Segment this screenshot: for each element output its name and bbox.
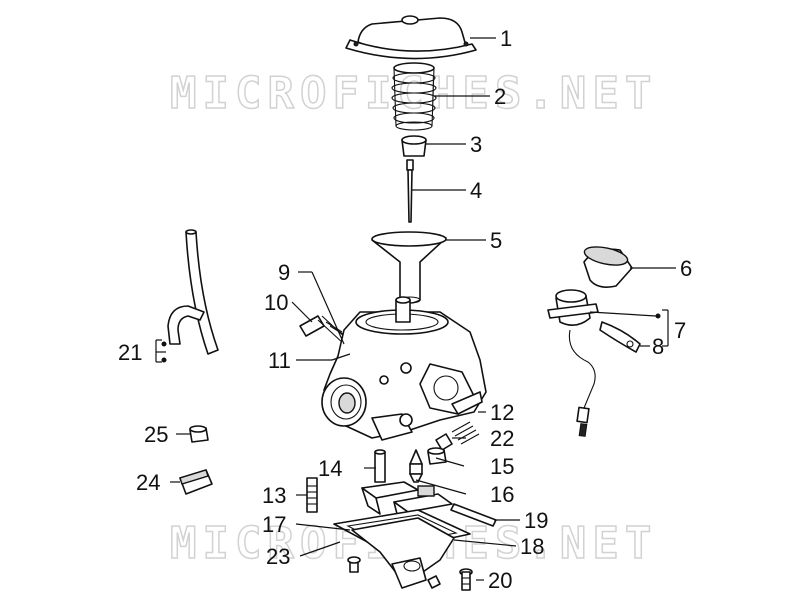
part-19-float-pin	[450, 503, 497, 527]
part-11-carburetor-body	[321, 296, 487, 441]
callout-9: 9	[278, 260, 290, 285]
part-7-choke-actuator	[547, 289, 599, 437]
callout-3: 3	[470, 132, 482, 157]
callout-labels: 1 2 3 4 5 6 7 8 9 10 11 12 13 14 15 16 1…	[118, 26, 692, 593]
callout-14: 14	[318, 456, 342, 481]
part-17-float-bowl	[351, 517, 455, 589]
part-10-idle-screw	[299, 315, 349, 345]
callout-19: 19	[524, 508, 548, 533]
part-6-choke-cap	[583, 246, 633, 288]
callout-dots	[161, 313, 661, 363]
part-3-retainer	[401, 135, 427, 157]
callout-6: 6	[680, 256, 692, 281]
callout-8: 8	[652, 334, 664, 359]
part-screw-small-right	[427, 575, 441, 589]
callout-12: 12	[490, 400, 514, 425]
part-8-clip	[599, 321, 641, 353]
callout-25: 25	[144, 422, 168, 447]
callout-15: 15	[490, 454, 514, 479]
callout-10: 10	[264, 290, 288, 315]
part-2-spring	[391, 62, 437, 131]
part-screw-small-left	[347, 556, 361, 573]
part-5-piston	[371, 231, 447, 304]
callout-11: 11	[268, 348, 291, 373]
callout-17: 17	[262, 512, 286, 537]
part-20-screw	[459, 568, 473, 591]
callout-22: 22	[490, 426, 514, 451]
callout-4: 4	[470, 178, 482, 203]
part-4-needle	[406, 159, 414, 223]
callout-5: 5	[490, 228, 502, 253]
callout-2: 2	[494, 84, 506, 109]
callout-20: 20	[488, 568, 512, 593]
callout-7: 7	[674, 318, 686, 343]
part-21-fuel-hose	[167, 229, 219, 355]
part-16-needle-valve	[409, 449, 423, 483]
callout-21: 21	[118, 340, 142, 365]
callout-24: 24	[136, 470, 160, 495]
part-13-pilot-jet	[306, 477, 318, 513]
callout-16: 16	[490, 482, 514, 507]
part-24-cap	[179, 469, 213, 495]
part-15-plug	[427, 447, 447, 465]
part-22-screw	[435, 433, 453, 451]
callout-13: 13	[262, 483, 286, 508]
callout-1: 1	[500, 26, 512, 51]
callout-18: 18	[520, 534, 544, 559]
callout-23: 23	[266, 544, 290, 569]
part-12-spring	[451, 421, 480, 445]
part-1-cover	[345, 15, 477, 60]
part-14-main-jet	[374, 449, 386, 483]
part-25-nut	[189, 425, 209, 443]
leader-lines	[155, 37, 676, 581]
